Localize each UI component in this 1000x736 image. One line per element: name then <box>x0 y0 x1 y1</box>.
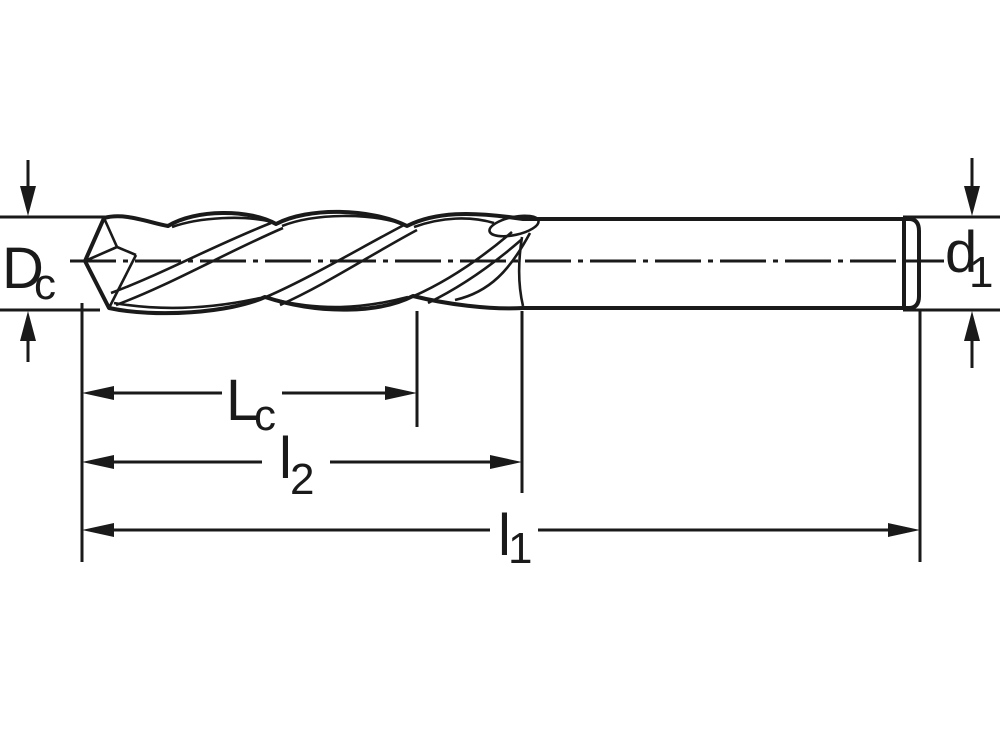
dimension-l2: l 2 <box>82 311 524 504</box>
label-dc: D <box>2 236 44 301</box>
arrowhead-down-icon <box>20 186 36 216</box>
label-l1: l <box>498 503 511 568</box>
label-lc: L <box>226 368 258 433</box>
label-dc-sub: c <box>34 260 56 309</box>
drill-silhouette <box>83 209 906 316</box>
arrowhead-left-icon <box>82 386 114 400</box>
label-l1-sub: 1 <box>508 524 532 573</box>
label-d1-sub: 1 <box>969 248 993 297</box>
drill-body <box>83 209 921 316</box>
dimension-lc: L c <box>80 303 419 562</box>
arrowhead-right-icon <box>385 386 417 400</box>
label-l2: l <box>279 426 292 491</box>
label-lc-sub: c <box>254 391 276 440</box>
arrowhead-right-icon <box>490 455 522 469</box>
arrowhead-left-icon <box>82 523 114 537</box>
arrowhead-left-icon <box>82 455 114 469</box>
dimension-l1: l 1 <box>82 311 922 573</box>
dimension-d1: d 1 <box>903 158 1000 368</box>
arrowhead-right-icon <box>888 523 920 537</box>
flute-helix-lines <box>110 221 522 307</box>
dimension-dc: D c <box>0 160 112 362</box>
arrowhead-down-icon <box>964 186 980 216</box>
arrowhead-up-icon <box>20 311 36 341</box>
label-d1: d <box>945 220 977 285</box>
label-l2-sub: 2 <box>290 455 314 504</box>
margin-lines <box>113 214 495 310</box>
shank-end-cap <box>902 217 921 310</box>
arrowhead-up-icon <box>964 311 980 341</box>
point-facet-lines <box>84 217 138 309</box>
flute-runout <box>454 214 540 307</box>
